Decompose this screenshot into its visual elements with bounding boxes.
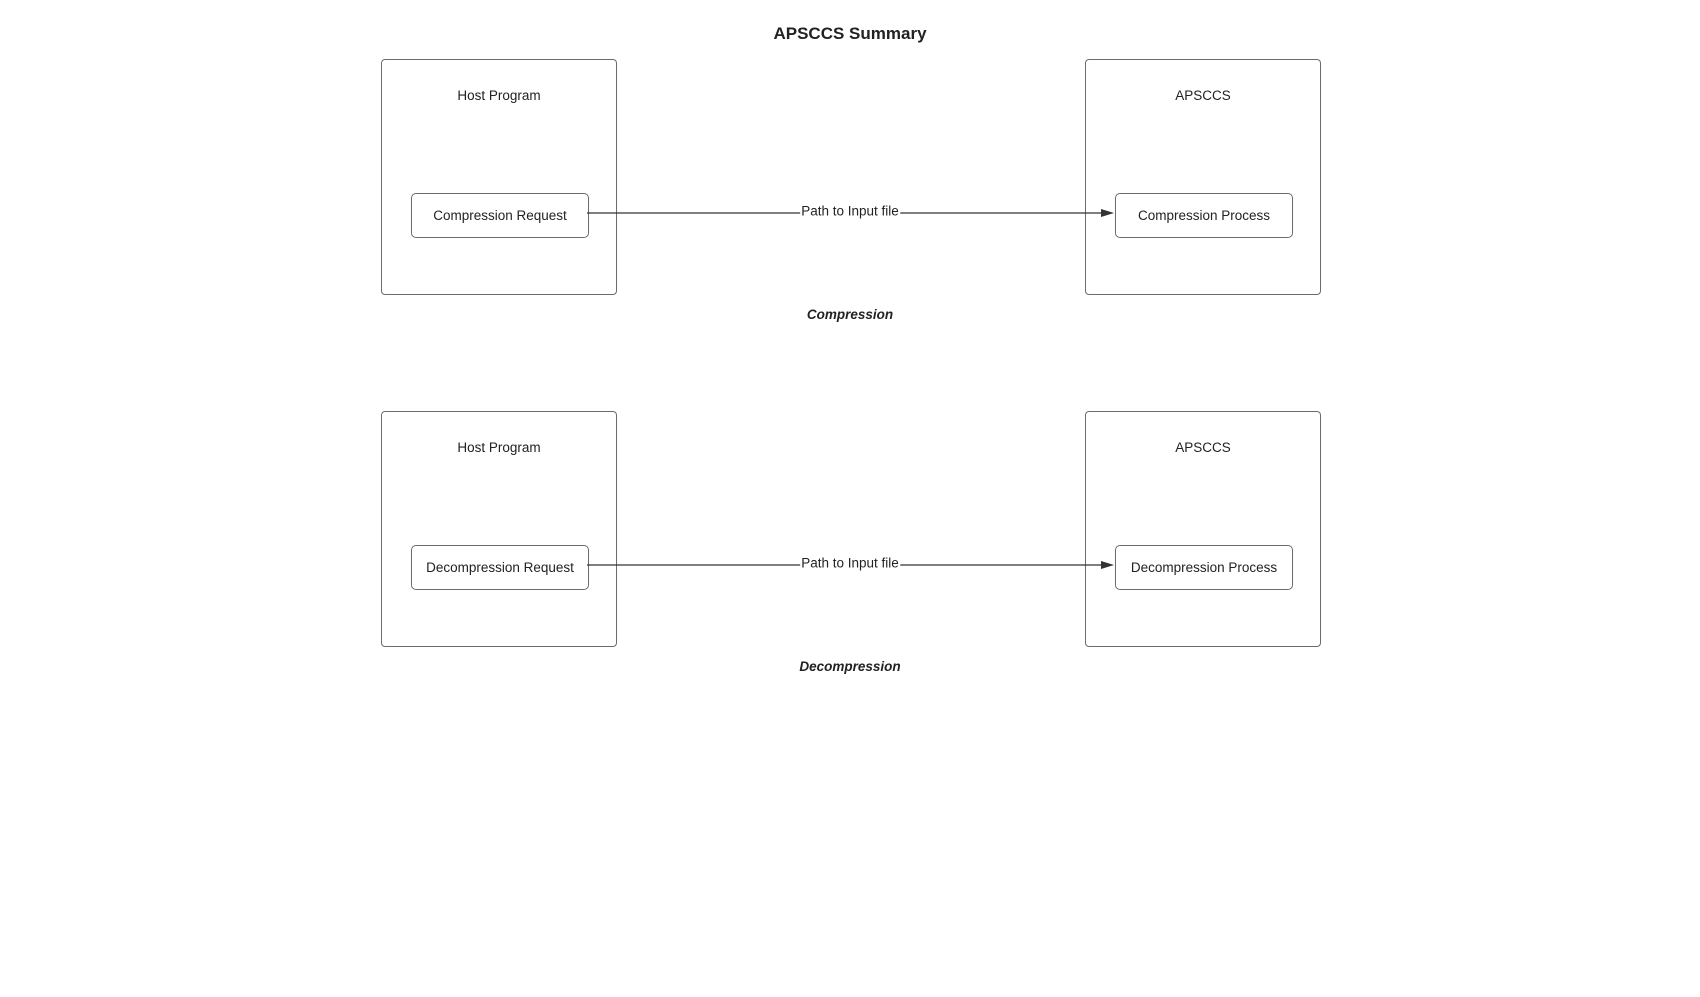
diagram-title: APSCCS Summary	[773, 24, 927, 43]
host-program-panel: Host Program Decompression Request	[381, 411, 617, 647]
section-caption: Compression	[806, 307, 894, 322]
apsccs-panel: APSCCS Compression Process	[1085, 59, 1321, 295]
edge-label: Path to Input file	[800, 555, 900, 571]
host-program-panel: Host Program Compression Request	[381, 59, 617, 295]
panel-label: Host Program	[457, 88, 541, 103]
apsccs-panel: APSCCS Decompression Process	[1085, 411, 1321, 647]
panel-label: APSCCS	[1175, 440, 1231, 455]
arrowhead-icon	[1101, 561, 1114, 569]
compression-request-node: Compression Request	[411, 193, 589, 238]
arrowhead-icon	[1101, 209, 1114, 217]
decompression-request-node: Decompression Request	[411, 545, 589, 590]
compression-process-node: Compression Process	[1115, 193, 1293, 238]
section-caption: Decompression	[799, 659, 901, 674]
panel-label: APSCCS	[1175, 88, 1231, 103]
decompression-process-node: Decompression Process	[1115, 545, 1293, 590]
panel-label: Host Program	[457, 440, 541, 455]
edge-label: Path to Input file	[800, 203, 900, 219]
